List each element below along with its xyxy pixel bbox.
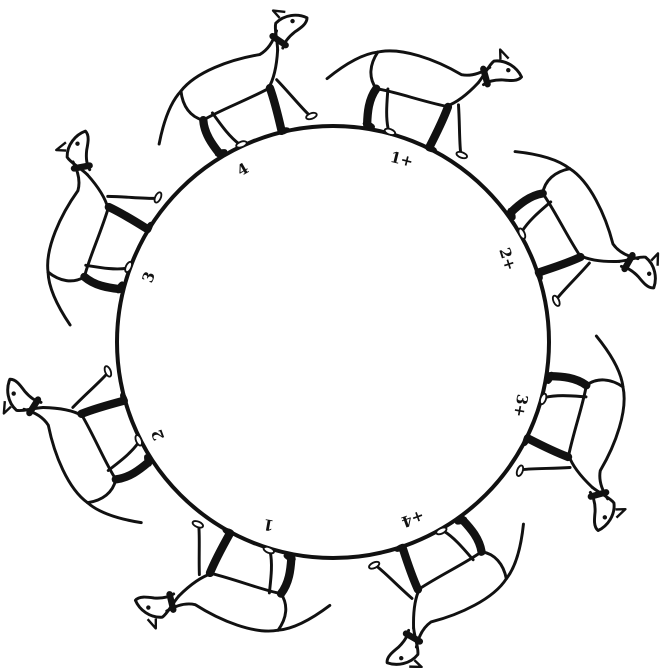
zoetrope-disc xyxy=(117,126,549,558)
